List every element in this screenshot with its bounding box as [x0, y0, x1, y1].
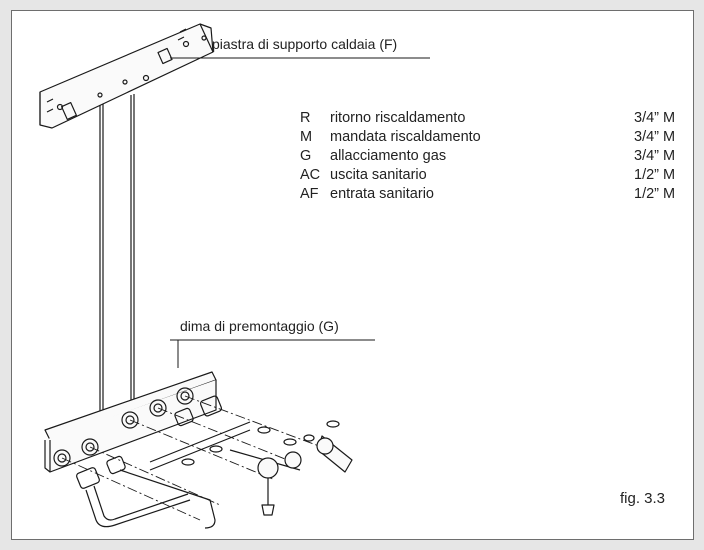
- legend-size: 3/4” M: [634, 129, 676, 145]
- legend-description: allacciamento gas: [330, 148, 447, 164]
- legend-code: R: [300, 110, 311, 126]
- legend-size: 1/2” M: [634, 186, 676, 202]
- legend-code: AF: [300, 186, 319, 202]
- legend-description: uscita sanitario: [330, 167, 427, 183]
- legend-code: M: [300, 129, 313, 145]
- support-plate-drawing: [39, 23, 214, 129]
- fittings-drawing: [76, 395, 353, 529]
- premount-template-drawing: [44, 371, 217, 473]
- legend-code: AC: [300, 167, 321, 183]
- legend-description: ritorno riscaldamento: [330, 110, 466, 126]
- legend-size: 3/4” M: [634, 148, 676, 164]
- legend-description: mandata riscaldamento: [330, 129, 481, 145]
- support-plate-callout: piastra di supporto caldaia (F): [212, 36, 398, 52]
- legend-description: entrata sanitario: [330, 186, 434, 202]
- legend-size: 3/4” M: [634, 110, 676, 126]
- legend-size: 1/2” M: [634, 167, 676, 183]
- figure-label: fig. 3.3: [620, 490, 666, 507]
- premount-template-callout: dima di premontaggio (G): [180, 318, 339, 334]
- figure-frame: [11, 10, 694, 540]
- legend-code: G: [300, 148, 312, 164]
